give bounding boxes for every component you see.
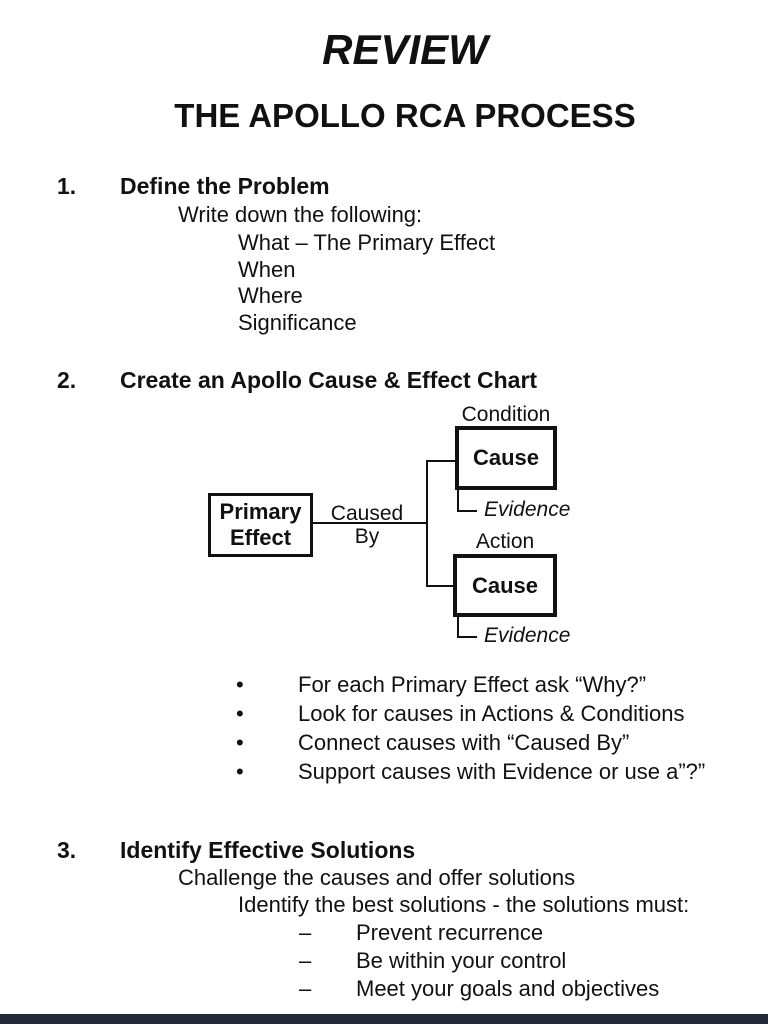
section-3-number: 3. (57, 837, 77, 863)
bullet-item: Look for causes in Actions & Conditions (298, 701, 685, 726)
section-1-intro: Write down the following: (178, 202, 423, 227)
list-item: When (238, 257, 296, 282)
list-item: Significance (238, 310, 357, 335)
cause-box-condition-label: Cause (472, 445, 540, 470)
evidence-connector-bottom-v (457, 617, 459, 638)
bullet-marker: • (236, 701, 244, 726)
connector-line-caused-by (313, 522, 428, 524)
evidence-label-top: Evidence (484, 498, 571, 521)
dash-item: Be within your control (356, 948, 567, 973)
action-label: Action (475, 530, 535, 553)
connector-trunk-line (426, 460, 428, 587)
bullet-marker: • (236, 730, 244, 755)
section-1-heading: Define the Problem (120, 173, 330, 199)
caused-by-label-line2: By (354, 525, 380, 548)
section-3-line2: Identify the best solutions - the soluti… (238, 892, 690, 917)
section-3-heading: Identify Effective Solutions (120, 837, 416, 863)
bullet-item: For each Primary Effect ask “Why?” (298, 672, 647, 697)
list-item: Where (238, 283, 303, 308)
evidence-label-bottom: Evidence (484, 624, 571, 647)
cause-box-action: Cause (453, 554, 557, 617)
cause-box-action-label: Cause (471, 572, 539, 598)
section-1-number: 1. (57, 173, 77, 199)
evidence-connector-bottom-h (457, 636, 477, 638)
condition-label: Condition (461, 403, 551, 426)
list-item: What – The Primary Effect (238, 230, 496, 255)
connector-stub-bottom (428, 585, 453, 587)
bullet-item: Support causes with Evidence or use a”?” (298, 759, 706, 784)
evidence-connector-top-v (457, 490, 459, 512)
bottom-bar (0, 1014, 768, 1024)
caused-by-label-line1: Caused (330, 502, 404, 525)
section-2-number: 2. (57, 367, 77, 393)
connector-stub-top (428, 460, 455, 462)
section-3-line1: Challenge the causes and offer solutions (178, 865, 576, 890)
dash-marker: – (299, 948, 312, 973)
dash-marker: – (299, 920, 312, 945)
section-2-heading: Create an Apollo Cause & Effect Chart (120, 367, 538, 393)
dash-item: Meet your goals and objectives (356, 976, 660, 1001)
dash-marker: – (299, 976, 312, 1001)
bullet-item: Connect causes with “Caused By” (298, 730, 630, 755)
page-title: REVIEW (322, 26, 488, 73)
cause-box-condition: Cause (455, 426, 557, 490)
evidence-connector-top-h (457, 510, 477, 512)
bullet-marker: • (236, 759, 244, 784)
primary-effect-label-line1: Primary (219, 499, 302, 524)
bullet-marker: • (236, 672, 244, 697)
primary-effect-label-line2: Effect (229, 525, 292, 550)
cause-effect-diagram: Condition Action Caused By Cause Cause P… (0, 400, 768, 658)
dash-item: Prevent recurrence (356, 920, 544, 945)
primary-effect-box: Primary Effect (208, 493, 313, 557)
page-subtitle: THE APOLLO RCA PROCESS (174, 97, 636, 134)
